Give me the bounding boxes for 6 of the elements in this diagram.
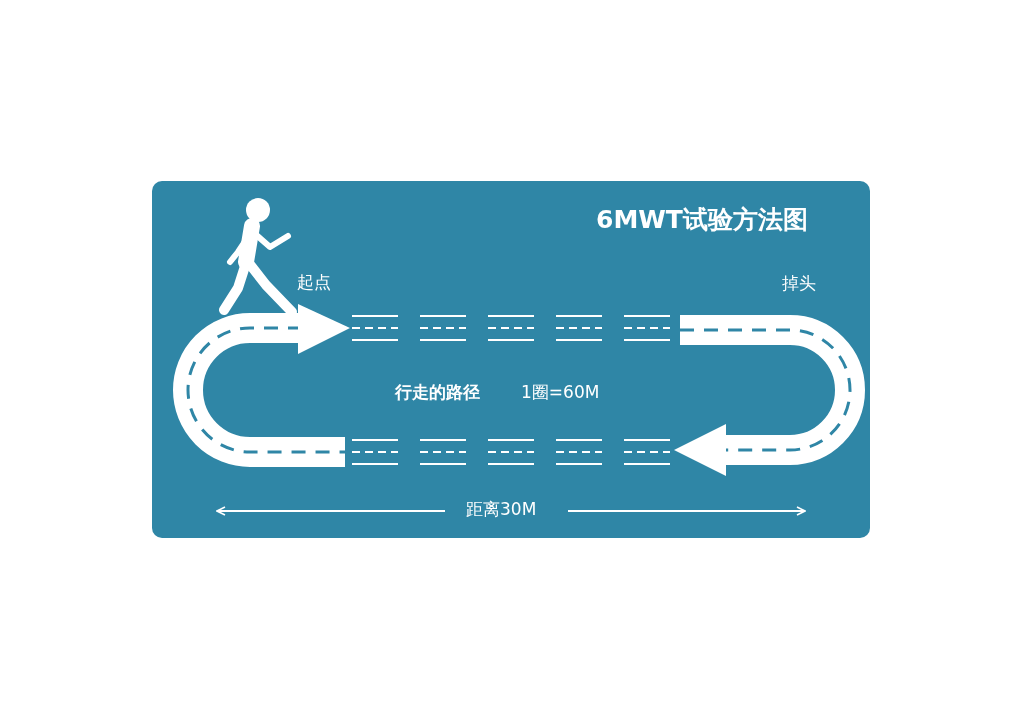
turn-label: 掉头 <box>782 275 816 292</box>
distance-label: 距离30M <box>466 501 537 518</box>
title: 6MWT试验方法图 <box>596 207 808 232</box>
path-label: 行走的路径 <box>395 384 480 401</box>
start-label: 起点 <box>297 274 331 291</box>
lap-label: 1圈=60M <box>521 384 600 401</box>
